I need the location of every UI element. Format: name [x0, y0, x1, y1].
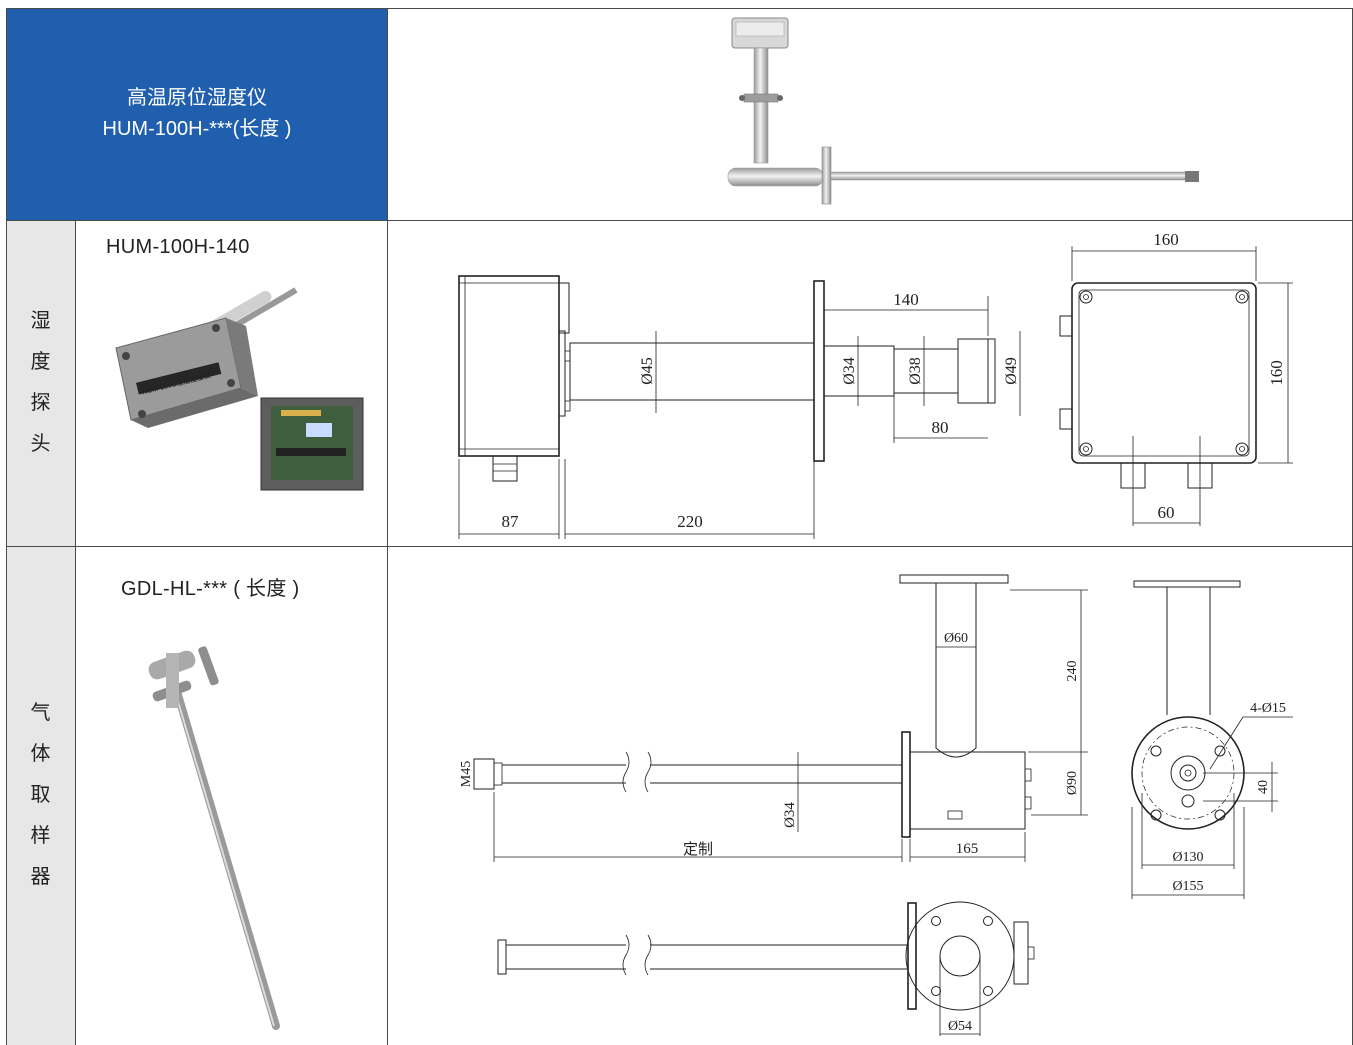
- product-title: 高温原位湿度仪: [127, 87, 267, 109]
- housing-side-view: [458, 275, 996, 482]
- grid-row2: [6, 546, 1353, 547]
- row2-product-photo: [148, 646, 280, 1030]
- dim-dia-38: Ø38: [907, 357, 924, 385]
- spec-table: 高温原位湿度仪 HUM-100H-***(长度 ) 湿 度 探 头 气 体 取 …: [6, 8, 1353, 1045]
- header-product-photo: [727, 17, 1199, 205]
- grid-top: [6, 8, 1353, 9]
- dim-dia-34: Ø34: [841, 357, 858, 385]
- sampler-side-dims: M45 定制 165 Ø34 Ø60 240 Ø90: [459, 589, 1088, 862]
- dim-box-width: 160: [1153, 230, 1179, 249]
- header-cell: 高温原位湿度仪 HUM-100H-***(长度 ): [6, 8, 388, 220]
- dim-box-height: 160: [1267, 360, 1286, 386]
- dim-dia-130: Ø130: [1172, 850, 1203, 865]
- sampler-top-view: Ø54: [497, 901, 1035, 1036]
- dim-thread: M45: [459, 761, 474, 787]
- row1-model-label: HUM-100H-140: [106, 236, 250, 258]
- side-char: 器: [30, 866, 51, 888]
- side-char: 样: [30, 825, 51, 847]
- dim-holes: 4-Ø15: [1250, 701, 1286, 716]
- dim-tip-length: 140: [893, 290, 919, 309]
- grid-mid: [387, 8, 388, 1045]
- row1-product-photo: HUM-100C湿温湿度仪: [115, 287, 364, 491]
- side-char: 头: [30, 433, 51, 455]
- sampler-end-view: 4-Ø15 40 Ø130 Ø155: [1131, 580, 1293, 899]
- dim-offset-40: 40: [1256, 780, 1271, 794]
- dim-dia-155: Ø155: [1172, 879, 1203, 894]
- dim-dia-49: Ø49: [1003, 357, 1020, 385]
- side-char: 度: [30, 351, 51, 373]
- dim-dia-34b: Ø34: [782, 802, 798, 828]
- row1-side-label: 湿 度 探 头: [6, 220, 75, 546]
- row2-dimension-drawing: M45 定制 165 Ø34 Ø60 240 Ø90: [459, 574, 1293, 1036]
- dim-gland-spacing: 60: [1158, 503, 1175, 522]
- side-char: 湿: [30, 310, 51, 332]
- row2-side-label: 气 体 取 样 器: [6, 546, 75, 1045]
- side-char: 体: [30, 743, 51, 765]
- side-char: 取: [30, 784, 51, 806]
- dim-probe-length: 220: [677, 512, 703, 531]
- side-char: 气: [30, 702, 51, 724]
- housing-dimensions: 87 220 140 80 Ø45 Ø34 Ø38 Ø49: [458, 286, 1021, 539]
- product-model-code: HUM-100H-***(长度 ): [102, 118, 292, 140]
- dim-height-240: 240: [1065, 661, 1080, 682]
- grid-side: [75, 220, 76, 1045]
- grid-left: [6, 8, 7, 1045]
- row2-model-label: GDL-HL-*** ( 长度 ): [121, 578, 300, 600]
- side-char: 探: [30, 392, 51, 414]
- housing-front-view: 60 160 160: [1059, 230, 1293, 526]
- dim-dia-90: Ø90: [1065, 771, 1080, 795]
- row1-dimension-drawing: 87 220 140 80 Ø45 Ø34 Ø38 Ø49: [458, 230, 1293, 539]
- dim-dia-60: Ø60: [944, 631, 968, 646]
- dim-tip-80: 80: [932, 418, 949, 437]
- dim-dia-45: Ø45: [639, 357, 656, 385]
- dim-body-width: 87: [502, 512, 520, 531]
- dim-custom-length: 定制: [683, 841, 713, 858]
- grid-row1: [6, 220, 1353, 221]
- dim-dia-54: Ø54: [948, 1019, 972, 1034]
- dim-length-165: 165: [956, 841, 979, 857]
- sampler-side-view: [473, 574, 1032, 838]
